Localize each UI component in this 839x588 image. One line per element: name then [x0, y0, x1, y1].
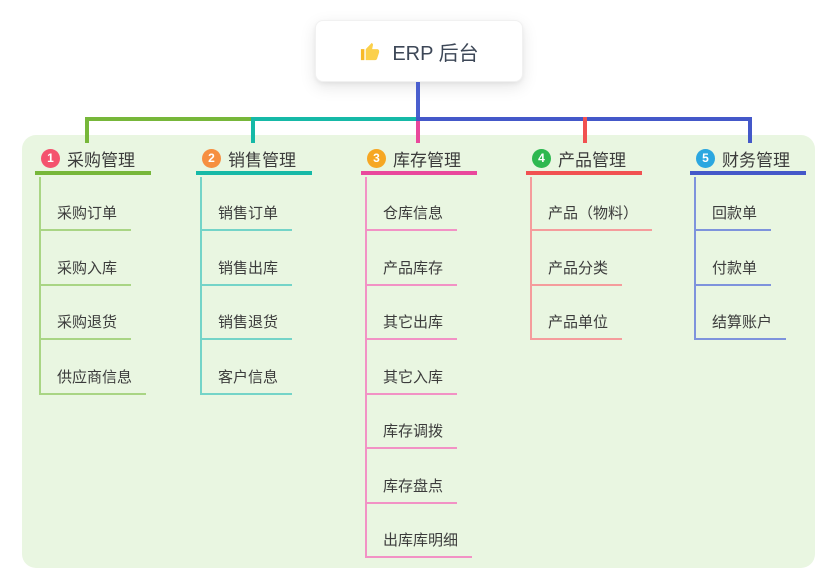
child-node[interactable]: 客户信息: [200, 367, 293, 395]
child-node[interactable]: 采购入库: [39, 258, 132, 286]
thumbs-up-icon: [359, 40, 382, 63]
child-node[interactable]: 产品库存: [365, 258, 458, 286]
branch-title: 财务管理: [722, 151, 790, 170]
branch-node[interactable]: 4 产品管理: [526, 146, 642, 175]
child-node[interactable]: 供应商信息: [39, 367, 147, 395]
child-node[interactable]: 产品（物料）: [530, 203, 653, 231]
child-label: 销售订单: [218, 205, 279, 222]
branch-title: 销售管理: [228, 151, 296, 170]
branch-connector-line: [85, 117, 89, 143]
branch-node[interactable]: 1 采购管理: [35, 146, 151, 175]
branch-title: 采购管理: [67, 151, 135, 170]
child-label: 采购入库: [57, 260, 118, 277]
child-node[interactable]: 其它出库: [365, 312, 458, 340]
child-label: 结算账户: [712, 314, 773, 331]
branch-connector-line: [251, 117, 255, 143]
child-label: 产品分类: [548, 260, 609, 277]
root-label: ERP 后台: [392, 42, 479, 65]
child-node[interactable]: 库存调拨: [365, 421, 458, 449]
child-node[interactable]: 产品分类: [530, 258, 623, 286]
child-label: 销售出库: [218, 260, 279, 277]
child-node[interactable]: 回款单: [694, 203, 772, 231]
child-label: 库存调拨: [383, 423, 444, 440]
branch-connector-line: [416, 121, 420, 143]
branch-trunk-line: [694, 177, 696, 340]
child-label: 采购订单: [57, 205, 118, 222]
branch-trunk-line: [365, 177, 367, 558]
child-label: 采购退货: [57, 314, 118, 331]
bus-line-segment: [85, 117, 253, 121]
branches-panel: [22, 135, 815, 568]
child-node[interactable]: 库存盘点: [365, 476, 458, 504]
child-node[interactable]: 结算账户: [694, 312, 787, 340]
child-label: 其它出库: [383, 314, 444, 331]
branch-trunk-line: [200, 177, 202, 395]
branch-number-badge: 4: [532, 149, 551, 168]
branch-title: 库存管理: [393, 151, 461, 170]
child-label: 仓库信息: [383, 205, 444, 222]
branch-title: 产品管理: [558, 151, 626, 170]
child-label: 产品（物料）: [548, 205, 639, 222]
child-node[interactable]: 销售退货: [200, 312, 293, 340]
branch-number-badge: 3: [367, 149, 386, 168]
child-node[interactable]: 销售订单: [200, 203, 293, 231]
bus-line-segment: [251, 117, 420, 121]
child-node[interactable]: 采购订单: [39, 203, 132, 231]
child-node[interactable]: 仓库信息: [365, 203, 458, 231]
child-label: 产品单位: [548, 314, 609, 331]
branch-trunk-line: [530, 177, 532, 340]
child-node[interactable]: 出库库明细: [365, 530, 473, 558]
root-node[interactable]: ERP 后台: [315, 20, 523, 82]
branch-trunk-line: [39, 177, 41, 395]
branch-number-badge: 1: [41, 149, 60, 168]
child-label: 产品库存: [383, 260, 444, 277]
branch-number-badge: 2: [202, 149, 221, 168]
child-label: 付款单: [712, 260, 758, 277]
child-label: 客户信息: [218, 369, 279, 386]
branch-node[interactable]: 3 库存管理: [361, 146, 477, 175]
branch-number-badge: 5: [696, 149, 715, 168]
child-label: 回款单: [712, 205, 758, 222]
child-node[interactable]: 其它入库: [365, 367, 458, 395]
branch-node[interactable]: 2 销售管理: [196, 146, 312, 175]
child-label: 库存盘点: [383, 478, 444, 495]
child-node[interactable]: 采购退货: [39, 312, 132, 340]
child-node[interactable]: 产品单位: [530, 312, 623, 340]
branch-node[interactable]: 5 财务管理: [690, 146, 806, 175]
child-label: 出库库明细: [383, 532, 459, 549]
branch-connector-line: [583, 117, 587, 143]
branch-connector-line: [748, 117, 752, 143]
child-node[interactable]: 付款单: [694, 258, 772, 286]
child-label: 销售退货: [218, 314, 279, 331]
child-label: 供应商信息: [57, 369, 133, 386]
child-label: 其它入库: [383, 369, 444, 386]
root-connector-line: [416, 82, 420, 121]
child-node[interactable]: 销售出库: [200, 258, 293, 286]
